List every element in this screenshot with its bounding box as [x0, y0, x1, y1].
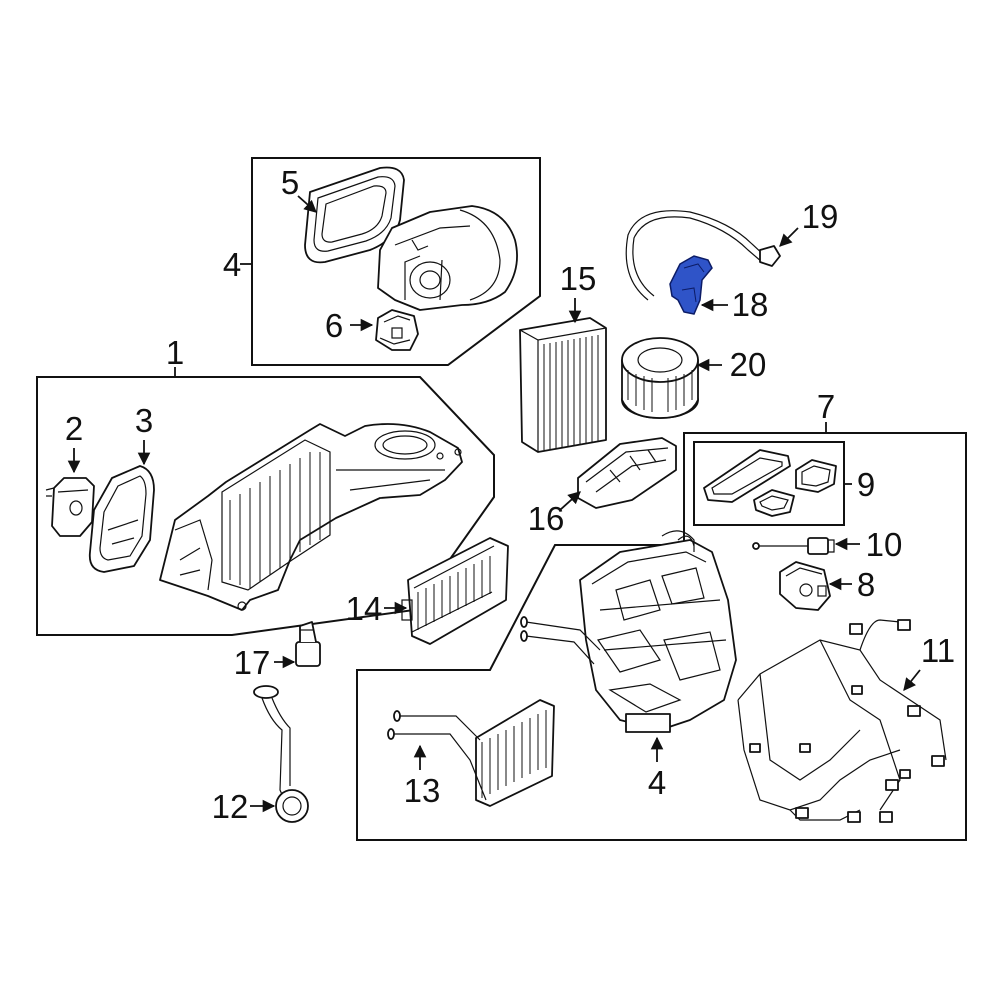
callout-14: 14: [346, 590, 383, 627]
part-12-drain-hose[interactable]: [253, 685, 309, 823]
part-13-heater-core[interactable]: [387, 699, 555, 807]
group-box-9: [693, 441, 852, 526]
part-10-temp-sensor[interactable]: [752, 537, 835, 555]
callout-16: 16: [528, 500, 565, 537]
group-box-1: [36, 367, 495, 636]
callout-19: 19: [802, 198, 839, 235]
part-3-cover[interactable]: [88, 465, 155, 573]
callout-8: 8: [857, 566, 875, 603]
part-17-sensor[interactable]: [295, 621, 321, 667]
part-14-heater-core[interactable]: [401, 537, 509, 645]
callout-20: 20: [730, 346, 767, 383]
part-4-ac-lines[interactable]: [520, 616, 601, 665]
callout-4-top: 4: [223, 246, 241, 283]
callout-9: 9: [857, 466, 875, 503]
callout-5: 5: [281, 164, 299, 201]
part-20-blower-motor[interactable]: [621, 337, 699, 419]
part-9-seal-kit[interactable]: [703, 449, 837, 517]
callout-1: 1: [166, 334, 184, 371]
group-box-4-top: [240, 157, 541, 366]
part-1-hvac-case[interactable]: [159, 423, 463, 611]
group-box-7: [356, 422, 967, 841]
callout-18: 18: [732, 286, 769, 323]
callout-4-bottom: 4: [648, 764, 666, 801]
part-15-cabin-filter[interactable]: [519, 317, 607, 453]
callout-labels: 1 2 3 4 4 5 6 7 8 9 10 11 12 13 14 15 16…: [65, 164, 955, 825]
part-16-duct[interactable]: [577, 437, 677, 509]
callout-11: 11: [921, 632, 955, 669]
part-4-hvac-module[interactable]: [579, 530, 737, 733]
part-11-wiring-harness[interactable]: [737, 619, 947, 823]
part-6-actuator[interactable]: [375, 309, 419, 351]
callout-12: 12: [212, 788, 249, 825]
callout-10: 10: [866, 526, 903, 563]
callout-7: 7: [817, 388, 835, 425]
part-18-highlighted-sensor[interactable]: [669, 255, 713, 315]
leader-lines: [67, 195, 921, 813]
part-19-aspirator-hose[interactable]: [625, 210, 781, 301]
part-4-blower-housing[interactable]: [377, 205, 518, 311]
part-2-bracket[interactable]: [45, 477, 95, 537]
callout-13: 13: [404, 772, 441, 809]
callout-17: 17: [234, 644, 271, 681]
callout-3: 3: [135, 402, 153, 439]
callout-6: 6: [325, 307, 343, 344]
callout-15: 15: [560, 260, 597, 297]
part-8-actuator[interactable]: [779, 561, 831, 611]
callout-2: 2: [65, 410, 83, 447]
